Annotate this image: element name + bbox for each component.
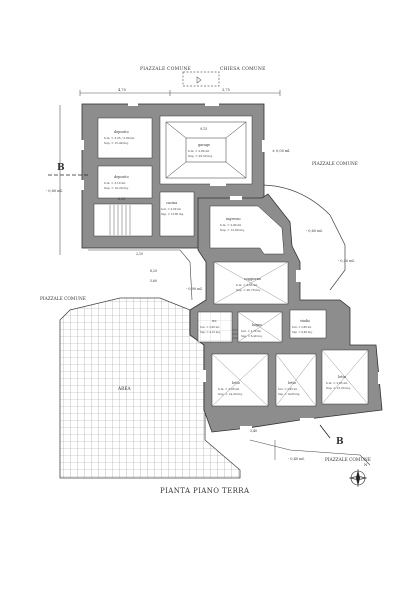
svg-text:h.m. = 2,80 ml.: h.m. = 2,80 ml. [292,326,312,329]
svg-text:Sup. = 13,20 mq.: Sup. = 13,20 mq. [326,386,351,390]
level-marker: - 0,80 ml. [46,189,63,193]
building-block-east [189,193,384,433]
section-line-b [48,174,331,439]
room-soggiorno: soggiorno h.m. = 3,05 ml. Sup. = 20,70 m… [236,277,261,292]
svg-text:Sup. = 6,40 mq.: Sup. = 6,40 mq. [241,334,262,338]
svg-text:h.m. = 2,60 ml.: h.m. = 2,60 ml. [200,326,220,329]
room-letto-2: letto h.m. = 2,95 ml. Sup. = 14,80 mq. [278,381,300,396]
room-ingresso: ingresso h.m. = 2,90 ml. Sup. = 12,80 mq… [220,217,245,232]
level-marker: - 0,60 ml. [306,229,323,233]
svg-text:h.m. = 2,95 ml.: h.m. = 2,95 ml. [278,388,298,391]
svg-text:deposito: deposito [114,130,129,134]
room-letto-3: letto h.m. = 2,95 ml. Sup. = 13,20 mq. [326,375,351,390]
svg-text:bagno: bagno [252,323,262,327]
dimension-label: 6,25 [118,197,125,201]
dimension-label: 3,75 [222,88,230,92]
level-marker: - 0,30 ml. [338,259,355,263]
room-letto-1: letto h.m. = 3,00 ml. Sup. = 14,20 mq. [218,381,243,396]
svg-text:h.m. = 3,00 ml.: h.m. = 3,00 ml. [218,387,240,391]
svg-text:Sup. = 15,40 mq.: Sup. = 15,40 mq. [104,141,129,145]
svg-text:Sup. = 12,80 mq.: Sup. = 12,80 mq. [220,228,245,232]
svg-text:soggiorno: soggiorno [244,277,261,281]
svg-text:h.m. = 2,90 ml.: h.m. = 2,90 ml. [220,223,242,227]
dimension-label: 5,60 [150,279,157,283]
room-deposito-2: deposito h.m. = 3,10 ml. Sup. = 10,20 mq… [104,175,129,190]
room-garage: garage h.m. = 2,80 ml. Sup. = 29,50 mq. [188,143,213,158]
dimension-label: 9,15 [200,127,207,131]
svg-text:Sup. = 10,20 mq.: Sup. = 10,20 mq. [104,186,129,190]
svg-text:h.m. = 3,25 / 3,80 ml.: h.m. = 3,25 / 3,80 ml. [104,136,135,140]
svg-text:h.m. = 3,00 ml.: h.m. = 3,00 ml. [161,207,181,211]
level-marker: - 0,40 ml. [288,457,305,461]
svg-text:h.m. = 2,70 ml.: h.m. = 2,70 ml. [241,329,261,333]
svg-text:cucina: cucina [166,201,177,205]
svg-text:Sup. = 14,20 mq.: Sup. = 14,20 mq. [218,392,243,396]
svg-text:ingresso: ingresso [226,217,241,221]
top-dimension-line [59,90,281,255]
courtyard-outline [259,184,346,291]
chiesa-marker [182,71,220,87]
north-label: N [364,462,368,467]
dimension-label: 3,40 [250,429,257,433]
svg-text:Sup. = 4,10 mq.: Sup. = 4,10 mq. [200,331,221,334]
north-arrow-icon [349,469,367,487]
piazzale-left-label: PIAZZALE COMUNE [40,297,86,302]
dimension-label: 2,10 [136,252,143,256]
level-marker: ± 0,00 ml. [272,149,291,153]
dimension-label: 8,20 [150,269,157,273]
svg-text:Sup. = 20,70 mq.: Sup. = 20,70 mq. [236,288,261,292]
piazzale-right-label: PIAZZALE COMUNE [312,162,358,167]
svg-text:h.m. = 2,80 ml.: h.m. = 2,80 ml. [188,149,210,153]
piazzale-bottom-label: PIAZZALE COMUNE [325,458,371,463]
svg-text:letto: letto [288,381,296,385]
chiesa-label: CHIESA COMUNE [220,66,266,72]
room-cucina: cucina h.m. = 3,00 ml. Sup. = 13,80 mq. [161,201,184,216]
section-b-left: B [57,163,65,173]
svg-text:letto: letto [338,375,346,379]
svg-text:h.m. = 3,05 ml.: h.m. = 3,05 ml. [236,283,258,287]
svg-text:Sup. = 29,50 mq.: Sup. = 29,50 mq. [188,154,213,158]
svg-text:wc: wc [212,319,217,323]
building-block-west [80,102,266,249]
piazzale-top-label: PIAZZALE COMUNE [140,66,191,72]
area-label: AREA [117,387,131,392]
svg-text:studio: studio [300,319,310,323]
dimension-label: 4,70 [118,88,126,92]
svg-text:letto: letto [232,381,240,385]
plan-title: PIANTA PIANO TERRA [160,487,250,495]
level-marker: - 0,90 ml. [186,287,203,291]
room-wc: wc h.m. = 2,60 ml. Sup. = 4,10 mq. [200,319,221,334]
room-bagno: bagno h.m. = 2,70 ml. Sup. = 6,40 mq. [241,323,262,338]
svg-text:Sup. = 9,60 mq.: Sup. = 9,60 mq. [292,331,313,334]
section-b-right: B [336,437,344,447]
svg-text:deposito: deposito [114,175,129,179]
room-studio: studio h.m. = 2,80 ml. Sup. = 9,60 mq. [292,319,313,334]
room-deposito-1: deposito h.m. = 3,25 / 3,80 ml. Sup. = 1… [104,130,135,145]
svg-text:h.m. = 2,95 ml.: h.m. = 2,95 ml. [326,381,348,385]
svg-text:h.m. = 3,10 ml.: h.m. = 3,10 ml. [104,181,126,185]
svg-text:garage: garage [198,143,210,147]
svg-text:Sup. = 13,80 mq.: Sup. = 13,80 mq. [161,212,184,216]
svg-text:Sup. = 14,80 mq.: Sup. = 14,80 mq. [278,393,300,396]
